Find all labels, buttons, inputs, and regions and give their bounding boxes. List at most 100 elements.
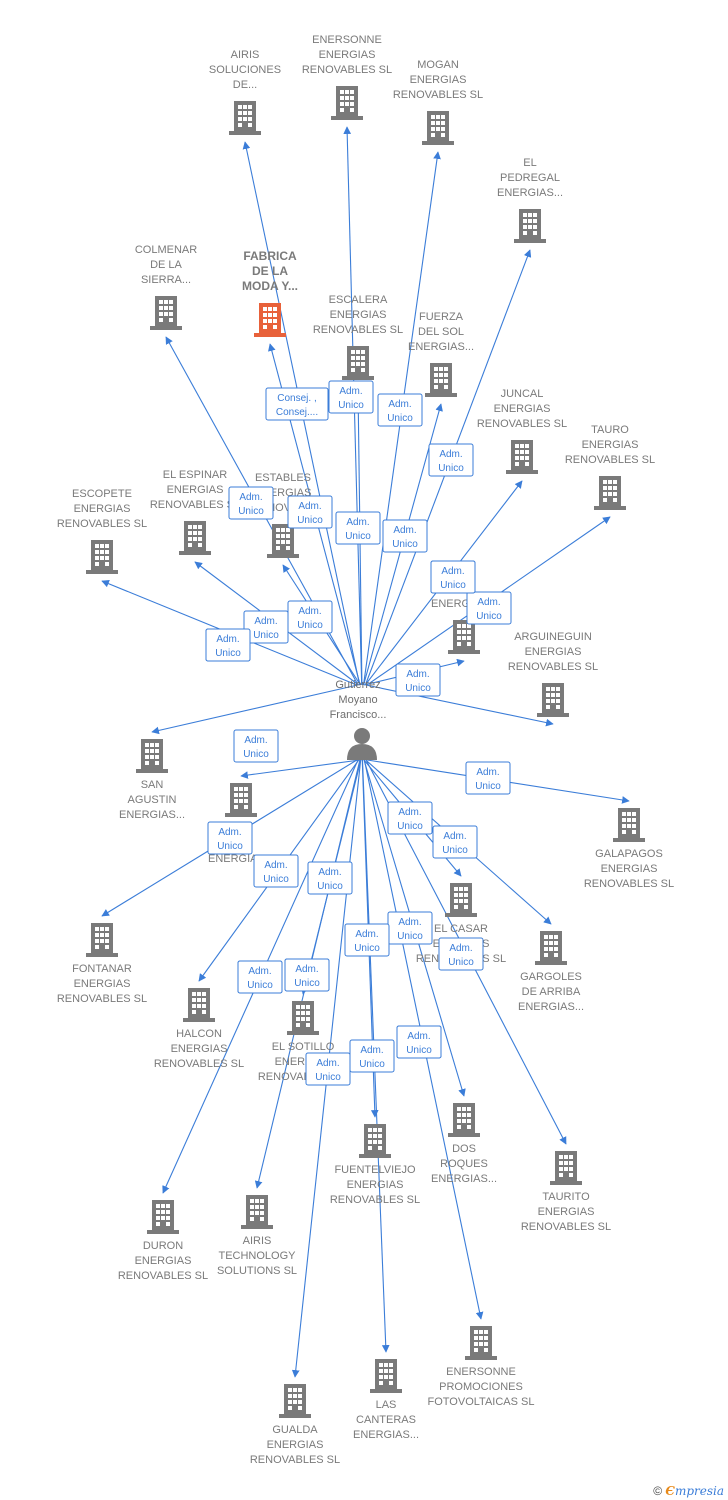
- relation-badge-gargoles[interactable]: Adm.Unico: [432, 825, 478, 859]
- badge-text: Adm.: [398, 917, 421, 928]
- company-node-las-canteras[interactable]: LASCANTERASENERGIAS...: [353, 1359, 419, 1441]
- relation-badge-fabrica-moda[interactable]: Consej. ,Consej....: [265, 387, 329, 421]
- relation-badge-taurito[interactable]: Adm.Unico: [438, 937, 484, 971]
- building-icon: [225, 783, 257, 817]
- company-label-line: RENOVABLES SL: [302, 64, 392, 76]
- company-label-line: DURON: [143, 1240, 183, 1252]
- badge-text: Unico: [253, 630, 279, 641]
- company-node-gargoles[interactable]: GARGOLES DE ARRIBA ENERGIAS...: [518, 931, 584, 1013]
- company-label-line: ARGUINEGUIN: [514, 631, 592, 643]
- relation-badge-airis-soluciones[interactable]: Adm.Unico: [228, 486, 274, 520]
- badge-box: [307, 861, 353, 895]
- relation-badge-enersonne-energias[interactable]: Adm.Unico: [387, 801, 433, 835]
- building-icon: [287, 1001, 319, 1035]
- relation-badge-escopete[interactable]: Adm.Unico: [205, 628, 251, 662]
- person-node[interactable]: GutierrezMoyanoFrancisco...: [330, 679, 387, 760]
- building-icon: [254, 303, 286, 337]
- relation-badge-la-energias[interactable]: Adm.Unico: [430, 560, 476, 594]
- relation-badge-gualda[interactable]: Adm.Unico: [305, 1052, 351, 1086]
- building-icon: [279, 1384, 311, 1418]
- company-label-line: RENOVABLES SL: [508, 661, 598, 673]
- company-label-line: RENOVABLES SL: [313, 324, 403, 336]
- relation-badge-enersonne-promociones[interactable]: Adm.Unico: [396, 1025, 442, 1059]
- company-label-line: ENERGIAS...: [408, 341, 474, 353]
- company-label-line: ESCALERA: [329, 294, 388, 306]
- company-label-line: RENOVABLES SL: [584, 878, 674, 890]
- relation-badge-fuentelviejo[interactable]: Adm.Unico: [344, 923, 390, 957]
- company-label-line: FONTANAR: [72, 963, 132, 975]
- company-node-airis-soluciones[interactable]: AIRISSOLUCIONESDE...: [209, 49, 281, 135]
- badge-box: [253, 854, 299, 888]
- badge-text: Unico: [338, 400, 364, 411]
- company-node-arguineguin[interactable]: ARGUINEGUIN ENERGIAS RENOVABLES SL: [508, 631, 598, 717]
- company-node-dos-roques[interactable]: DOSROQUESENERGIAS...: [431, 1103, 497, 1185]
- relation-badge-juncal[interactable]: Adm.Unico: [466, 591, 512, 625]
- relation-badge-fuerza-sol[interactable]: Adm.Unico: [377, 393, 423, 427]
- company-label-line: EL SOTILLO: [272, 1041, 335, 1053]
- building-icon: [359, 1124, 391, 1158]
- company-label-line: ESTABLES: [255, 472, 311, 484]
- badge-box: [305, 1052, 351, 1086]
- company-label-line: HALCON: [176, 1028, 222, 1040]
- relation-badge-airis-soluciones[interactable]: Adm.Unico: [287, 495, 333, 529]
- company-label-line: DE LA: [150, 259, 182, 271]
- badge-box: [465, 761, 511, 795]
- relation-badge-mogan[interactable]: Adm.Unico: [307, 861, 353, 895]
- company-label-line: ENERGIAS...: [518, 1001, 584, 1013]
- company-node-el-pedregal[interactable]: ELPEDREGALENERGIAS...: [497, 157, 563, 243]
- relation-badge-estables[interactable]: Adm.Unico: [287, 600, 333, 634]
- company-label-line: ENERGIAS: [347, 1179, 404, 1191]
- badge-text: Adm.: [346, 517, 369, 528]
- relation-badge-el-casar[interactable]: Adm.Unico: [387, 911, 433, 945]
- company-label-line: ENERGIAS: [525, 646, 582, 658]
- relation-badge-mogan[interactable]: Adm.Unico: [428, 443, 474, 477]
- relation-badge-el-espinar[interactable]: Adm.Unico: [243, 610, 289, 644]
- relation-badge-escalera[interactable]: Adm.Unico: [328, 380, 374, 414]
- relation-badge-las-canteras[interactable]: Adm.Unico: [349, 1039, 395, 1073]
- building-icon: [179, 521, 211, 555]
- company-label-line: DE ARRIBA: [522, 986, 581, 998]
- badge-box: [228, 486, 274, 520]
- company-label-line: GARGOLES: [520, 971, 582, 983]
- badge-box: [237, 960, 283, 994]
- relation-badge-enersonne-energias[interactable]: Adm.Unico: [335, 511, 381, 545]
- badge-box: [287, 600, 333, 634]
- relation-badge-galapagos[interactable]: Adm.Unico: [465, 761, 511, 795]
- company-label-line: RENOVABLES SL: [118, 1270, 208, 1282]
- relation-badge-el-pedregal[interactable]: Adm.Unico: [382, 519, 428, 553]
- company-label-line: ENERGIAS: [319, 49, 376, 61]
- building-icon: [342, 346, 374, 380]
- badge-box: [438, 937, 484, 971]
- company-label-line: LAS: [376, 1399, 397, 1411]
- relation-badge-fontanar[interactable]: Adm.Unico: [253, 854, 299, 888]
- company-label-line: ENERGIAS: [74, 978, 131, 990]
- relation-badge-san-agustin[interactable]: Adm.Unico: [233, 729, 279, 763]
- company-label-line: DEL SOL: [418, 326, 464, 338]
- relation-badge-arguineguin[interactable]: Adm.Unico: [395, 663, 441, 697]
- relation-badge-duron[interactable]: Adm.Unico: [237, 960, 283, 994]
- company-node-san-agustin[interactable]: SANAGUSTINENERGIAS...: [119, 739, 185, 821]
- relation-badge-airis-technology[interactable]: Adm.Unico: [284, 958, 330, 992]
- relation-badge-la-z-energias[interactable]: Adm.Unico: [207, 821, 253, 855]
- building-icon: [183, 988, 215, 1022]
- company-label-line: ENERGIAS: [494, 403, 551, 415]
